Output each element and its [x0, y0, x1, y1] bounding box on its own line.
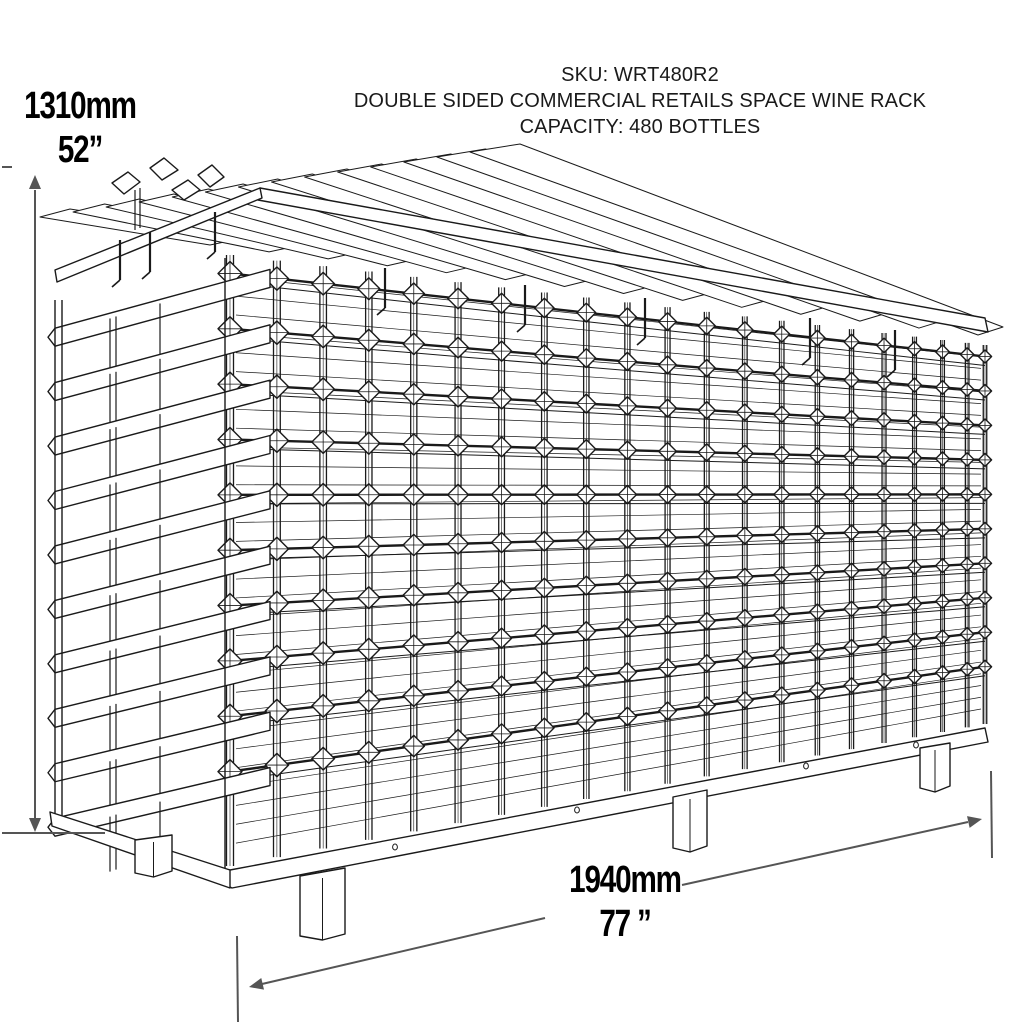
- dimension-lines: [2, 166, 993, 1023]
- width-dimension-label: 1940mm 77 ”: [559, 858, 692, 946]
- front-grid: [217, 255, 993, 866]
- capacity-label: CAPACITY: 480 BOTTLES: [519, 116, 761, 138]
- base: [49, 727, 989, 941]
- height-dimension-line: [2, 166, 105, 834]
- height-metric: 1310mm: [24, 85, 137, 127]
- height-dimension-label: 1310mm 52”: [18, 84, 143, 172]
- sku-label: SKU: WRT480R2: [561, 64, 719, 86]
- title-block: SKU: WRT480R2 DOUBLE SIDED COMMERCIAL RE…: [310, 62, 970, 140]
- height-imperial: 52”: [57, 129, 103, 171]
- width-imperial: 77 ”: [599, 903, 652, 945]
- width-metric: 1940mm: [569, 859, 682, 901]
- wine-rack: [39, 143, 1004, 941]
- top-slats: [39, 143, 1004, 378]
- width-dimension-line: [236, 770, 993, 1023]
- product-name: DOUBLE SIDED COMMERCIAL RETAILS SPACE WI…: [353, 90, 927, 112]
- side-slats: [47, 258, 271, 872]
